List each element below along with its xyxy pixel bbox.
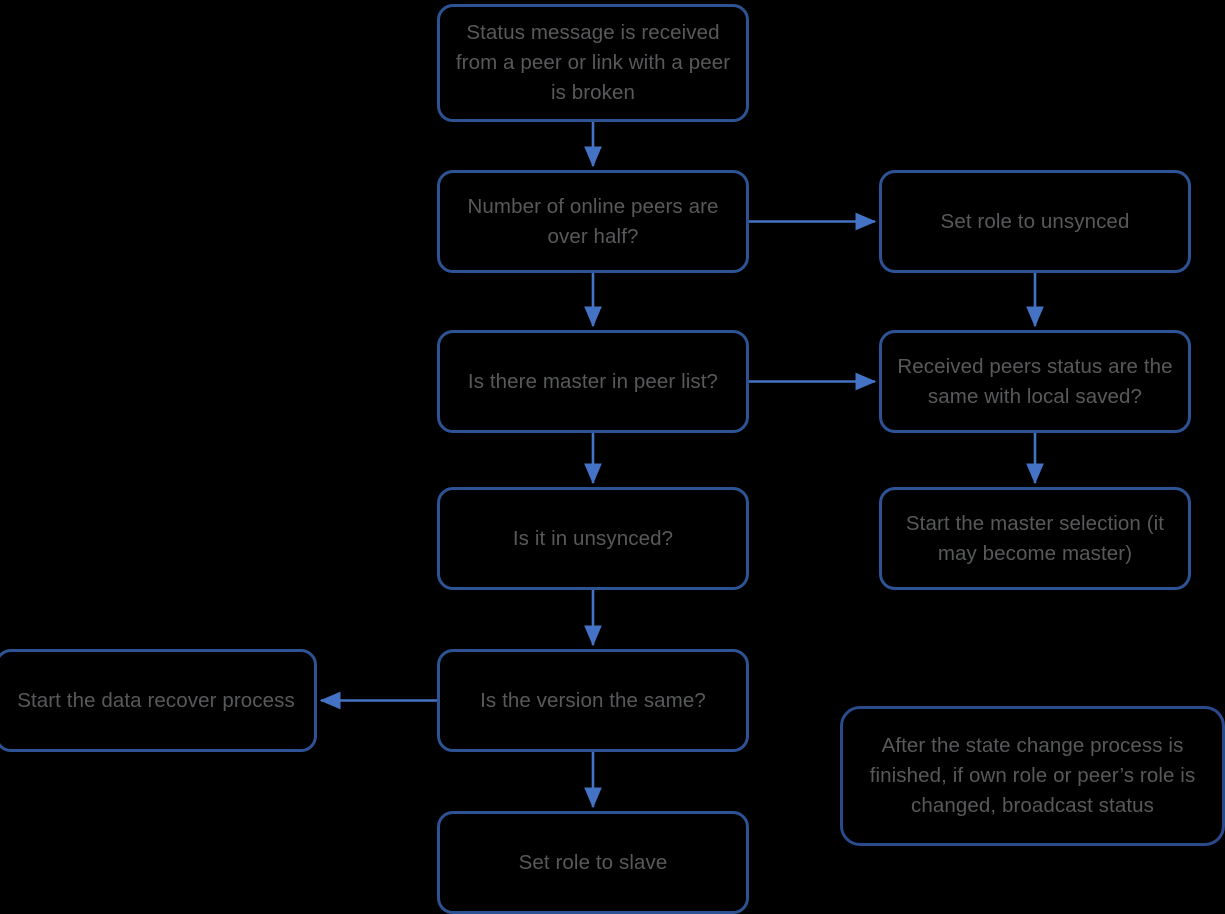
flow-node-master-in-peer-list[interactable]: Is there master in peer list? bbox=[437, 330, 749, 433]
flow-node-label: After the state change process is finish… bbox=[869, 734, 1196, 817]
flow-node-label: Number of online peers are over half? bbox=[467, 194, 719, 248]
flow-node-peers-status-same[interactable]: Received peers status are the same with … bbox=[879, 330, 1191, 433]
flow-node-version-same[interactable]: Is the version the same? bbox=[437, 649, 749, 752]
flow-node-label: Is the version the same? bbox=[480, 688, 706, 712]
flow-node-label: Start the data recover process bbox=[17, 688, 295, 712]
flow-node-is-in-unsynced[interactable]: Is it in unsynced? bbox=[437, 487, 749, 590]
flow-node-set-role-unsynced[interactable]: Set role to unsynced bbox=[879, 170, 1191, 273]
flow-node-start-master-selection[interactable]: Start the master selection (it may becom… bbox=[879, 487, 1191, 590]
flow-node-status-message-received[interactable]: Status message is received from a peer o… bbox=[437, 4, 749, 122]
flow-node-label: Set role to unsynced bbox=[940, 209, 1130, 233]
flow-node-label: Status message is received from a peer o… bbox=[455, 21, 731, 104]
flow-node-label: Is there master in peer list? bbox=[467, 369, 719, 393]
flow-node-label: Start the master selection (it may becom… bbox=[905, 511, 1165, 565]
flow-node-label: Set role to slave bbox=[518, 850, 668, 874]
flow-node-label: Received peers status are the same with … bbox=[897, 354, 1173, 408]
flow-node-set-role-slave[interactable]: Set role to slave bbox=[437, 811, 749, 914]
flow-node-broadcast-note[interactable]: After the state change process is finish… bbox=[840, 706, 1225, 846]
flow-node-online-peers-over-half[interactable]: Number of online peers are over half? bbox=[437, 170, 749, 273]
flow-node-label: Is it in unsynced? bbox=[512, 526, 674, 550]
flow-node-start-data-recover[interactable]: Start the data recover process bbox=[0, 649, 317, 752]
